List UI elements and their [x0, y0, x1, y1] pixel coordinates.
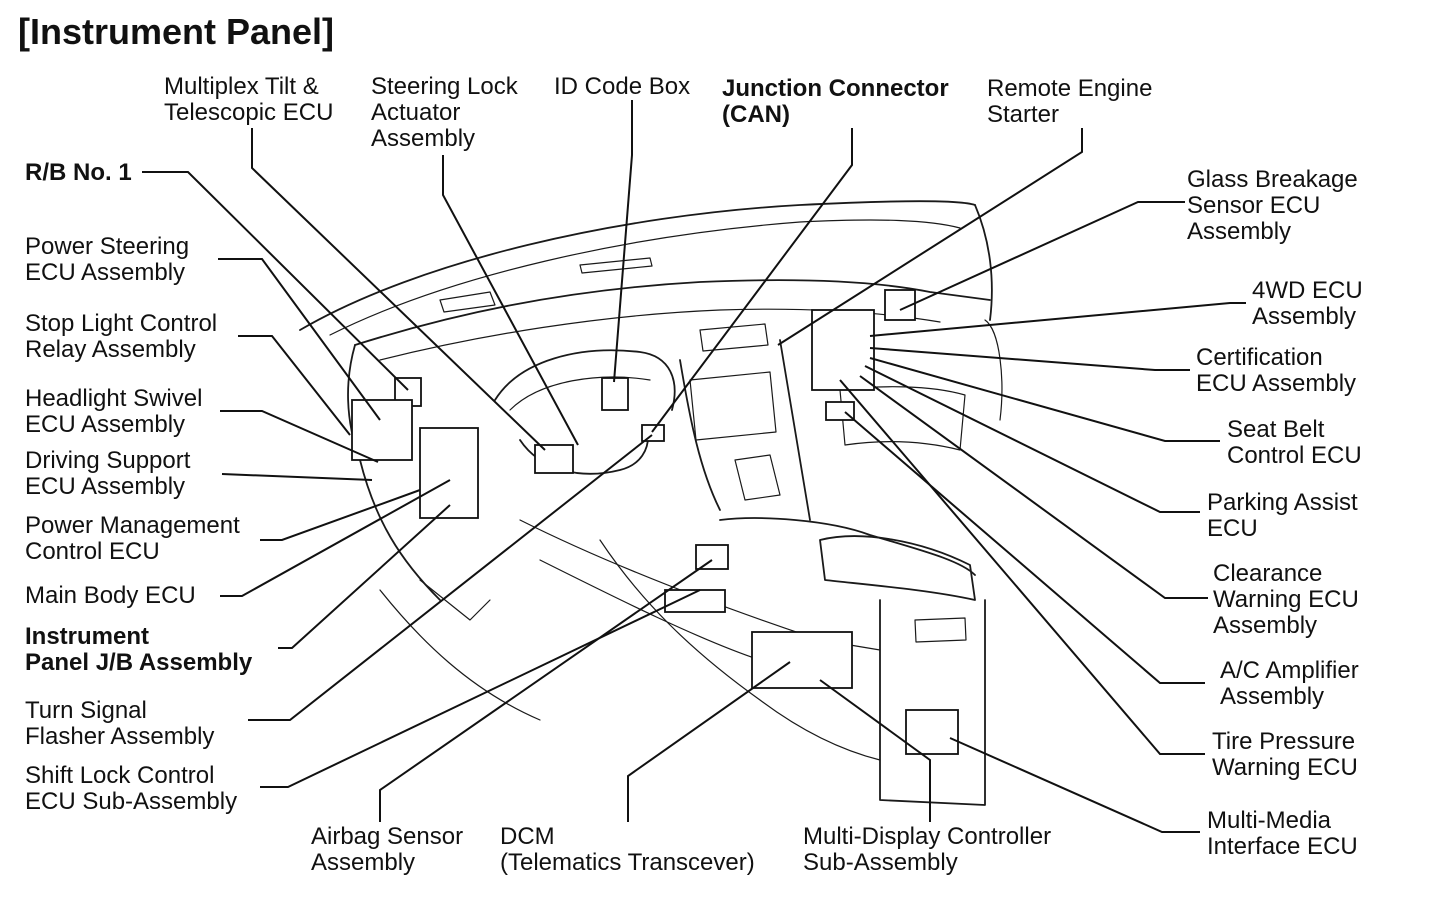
- floor-line-2: [539, 559, 761, 661]
- label-junction-connector: Junction Connector (CAN): [722, 75, 949, 128]
- defroster-vent: [579, 257, 653, 274]
- label-power-management: Power Management Control ECU: [25, 512, 240, 565]
- label-headlight-swivel: Headlight Swivel ECU Assembly: [25, 385, 203, 438]
- label-power-steering: Power Steering ECU Assembly: [25, 233, 190, 286]
- console-top: [719, 517, 976, 576]
- label-tire-pressure: Tire Pressure Warning ECU: [1212, 728, 1358, 781]
- leader-glass-breakage: [899, 201, 1185, 311]
- leader-power-steering: [218, 258, 381, 421]
- components: [351, 289, 959, 755]
- label-glass-breakage: Glass Breakage Sensor ECU Assembly: [1187, 166, 1358, 245]
- label-steering-lock: Steering Lock Actuator Assembly: [371, 73, 518, 152]
- center-vent: [699, 323, 769, 352]
- console-armrest: [819, 535, 976, 601]
- label-dcm: DCM (Telematics Transcever): [500, 823, 755, 876]
- floor-line-3: [599, 539, 881, 761]
- leader-4wd-ecu: [869, 302, 1246, 337]
- leader-junction-connector: [651, 128, 853, 433]
- label-multiplex-tilt: Multiplex Tilt & Telescopic ECU: [164, 73, 334, 126]
- center-stack-left: [679, 359, 721, 511]
- label-driving-support: Driving Support ECU Assembly: [25, 447, 191, 500]
- right-door: [984, 319, 1003, 421]
- glovebox: [839, 386, 966, 451]
- leader-tire-pressure: [839, 379, 1205, 755]
- label-id-code-box: ID Code Box: [554, 73, 691, 100]
- shift-lock-unit: [664, 589, 726, 613]
- label-parking-assist: Parking Assist ECU: [1207, 489, 1358, 542]
- dcm-unit: [751, 631, 853, 689]
- leader-headlight-swivel: [220, 410, 379, 463]
- windshield-outline: [299, 200, 976, 331]
- leader-steering-lock: [442, 155, 579, 446]
- floor-line-1: [519, 519, 881, 651]
- leader-remote-engine-starter: [777, 128, 1083, 346]
- label-4wd-ecu: 4WD ECU Assembly: [1252, 277, 1363, 330]
- label-ac-amplifier: A/C Amplifier Assembly: [1220, 657, 1359, 710]
- label-main-body: Main Body ECU: [25, 582, 196, 609]
- label-multi-media: Multi-Media Interface ECU: [1207, 807, 1358, 860]
- steering-lock-unit: [534, 444, 574, 474]
- right-pillar: [974, 204, 993, 321]
- label-stop-light: Stop Light Control Relay Assembly: [25, 310, 218, 363]
- airbag-sensor-unit: [695, 544, 729, 570]
- leader-seat-belt: [869, 357, 1220, 442]
- leader-clearance-warning: [859, 375, 1208, 599]
- glass-breakage-unit: [884, 289, 916, 321]
- id-code-box-unit: [601, 377, 629, 411]
- leader-turn-signal: [248, 434, 653, 721]
- label-turn-signal: Turn Signal Flasher Assembly: [25, 697, 215, 750]
- shifter-gate: [734, 454, 781, 501]
- leader-id-code-box: [613, 100, 633, 383]
- instrument-jb-unit: [419, 427, 479, 519]
- console-rear-vent: [914, 617, 967, 643]
- right-ecu-cluster: [811, 309, 875, 391]
- label-rb-no1: R/B No. 1: [25, 159, 132, 186]
- center-stack-right: [779, 339, 811, 521]
- cluster-hood: [494, 349, 676, 411]
- ac-amplifier-unit: [825, 401, 855, 421]
- leader-stop-light: [238, 335, 351, 436]
- leader-lines: [142, 100, 1246, 833]
- leader-main-body: [220, 479, 451, 597]
- page-title: [Instrument Panel]: [18, 11, 335, 52]
- floor-line-4: [379, 589, 541, 721]
- label-shift-lock: Shift Lock Control ECU Sub-Assembly: [25, 762, 238, 815]
- leader-multi-media: [949, 737, 1200, 833]
- leader-airbag-sensor: [379, 559, 713, 822]
- leader-dcm: [627, 661, 791, 822]
- leader-certification: [869, 347, 1190, 371]
- label-airbag-sensor: Airbag Sensor Assembly: [311, 823, 464, 876]
- leader-parking-assist: [864, 365, 1200, 513]
- leader-driving-support: [221, 473, 373, 481]
- center-display: [689, 371, 777, 441]
- junction-connector-unit: [641, 424, 665, 442]
- leader-ac-amplifier: [844, 411, 1205, 684]
- label-certification: Certification ECU Assembly: [1196, 344, 1357, 397]
- left-ecu-cluster: [351, 399, 413, 461]
- kick-panel: [419, 579, 491, 621]
- cluster-face: [509, 376, 651, 411]
- tweeter-left: [439, 291, 496, 313]
- label-clearance-warning: Clearance Warning ECU Assembly: [1213, 560, 1359, 639]
- leader-rb-no1: [142, 171, 409, 391]
- leader-instrument-jb: [278, 504, 451, 649]
- label-multi-display: Multi-Display Controller Sub-Assembly: [803, 823, 1052, 876]
- multi-media-unit: [905, 709, 959, 755]
- leader-multiplex-tilt: [251, 128, 546, 451]
- console-side: [879, 599, 986, 806]
- label-remote-engine-starter: Remote Engine Starter: [987, 75, 1153, 128]
- windshield-inner: [329, 219, 961, 336]
- label-seat-belt: Seat Belt Control ECU: [1227, 416, 1362, 469]
- label-instrument-panel-jb: Instrument Panel J/B Assembly: [25, 623, 253, 676]
- leader-shift-lock: [260, 589, 701, 788]
- leader-power-management: [260, 489, 421, 541]
- leader-multi-display: [819, 679, 931, 822]
